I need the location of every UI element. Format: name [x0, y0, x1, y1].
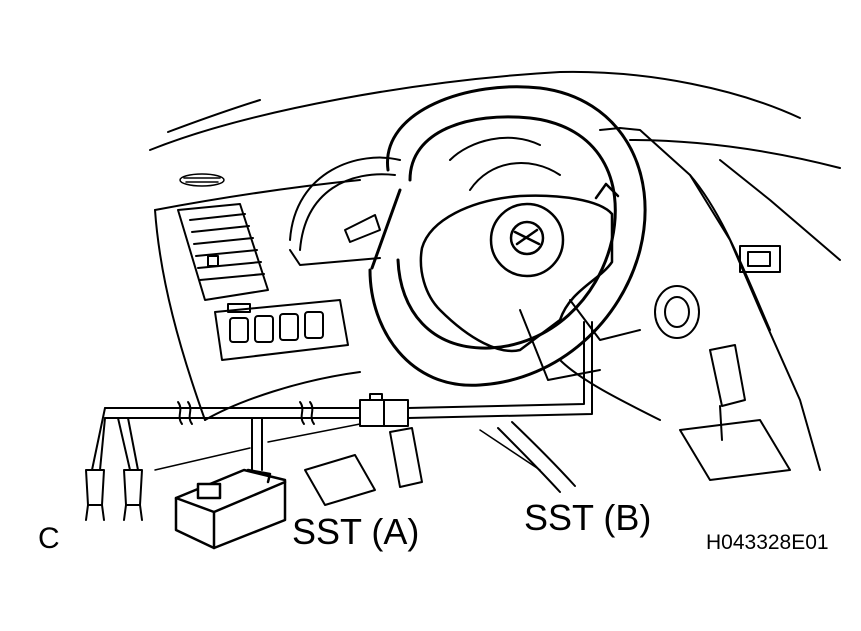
left-air-vent [177, 203, 269, 301]
sst-box [174, 468, 287, 550]
shift-lever [654, 245, 791, 481]
sst-b-label: SST (B) [524, 497, 652, 538]
sst-a-label: SST (A) [292, 511, 420, 552]
leader-lines [154, 423, 541, 471]
figure-code: H043328E01 [706, 531, 829, 554]
steering-wheel [368, 85, 647, 387]
connector-c-plugs [85, 469, 143, 521]
sst-connector [359, 393, 409, 427]
switch-panel [214, 299, 349, 361]
sst-harness [91, 321, 593, 471]
connector-c-label: C [38, 522, 60, 555]
airbag-hub [419, 182, 620, 353]
defroster-vent [179, 173, 225, 187]
instrument-cluster [289, 136, 561, 266]
dashboard-outline [149, 70, 841, 471]
pedals [304, 421, 576, 506]
steering-column [519, 299, 661, 421]
